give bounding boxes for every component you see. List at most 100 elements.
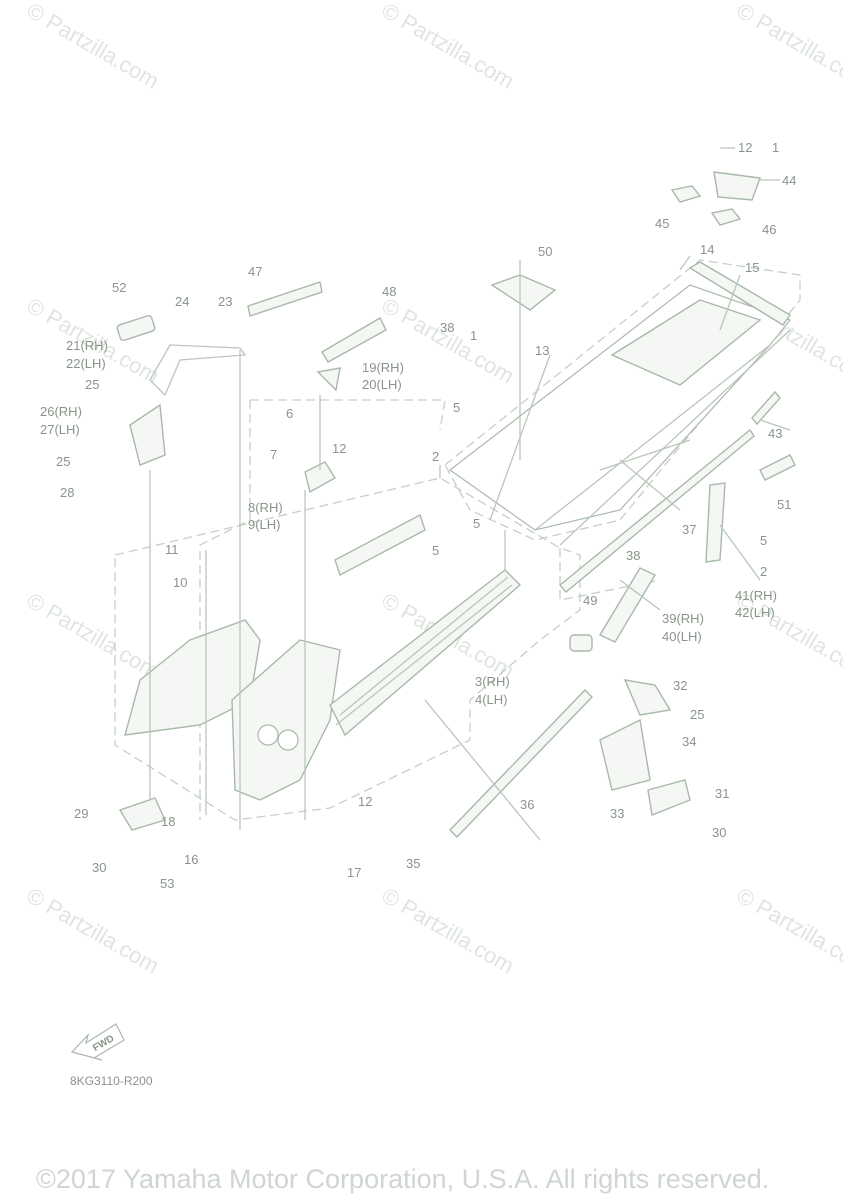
crossbrace-upper: [334, 513, 426, 577]
side-strap-part: [705, 482, 726, 563]
handle-assembly: [116, 281, 387, 494]
callout-label: 36: [520, 797, 534, 812]
callout-label: 12: [332, 441, 346, 456]
callout-lines: [149, 147, 791, 841]
rod-part: [559, 428, 755, 593]
callout-label: 14: [700, 242, 714, 257]
front-frame-left: [124, 619, 261, 736]
label-plate-part: [710, 208, 742, 226]
callout-label: 33: [610, 806, 624, 821]
callout-label: 5: [760, 533, 767, 548]
reflector-part: [759, 454, 796, 481]
watermark-text: © Partzilla.com: [23, 588, 164, 684]
watermark-text: © Partzilla.com: [378, 0, 519, 93]
callout-label: 20(LH): [362, 377, 402, 392]
callout-label: 16: [184, 852, 198, 867]
callout-label: 38: [440, 320, 454, 335]
diagram-code: 8KG3110-R200: [70, 1074, 153, 1088]
callout-label: 32: [673, 678, 687, 693]
callout-label: 47: [248, 264, 262, 279]
footrest-plate-part: [599, 718, 651, 791]
footrest-part: [647, 779, 691, 816]
callout-label: 22(LH): [66, 356, 106, 371]
callout-label: 30: [92, 860, 106, 875]
callout-label: 26(RH): [40, 404, 82, 419]
callout-label: 2: [432, 449, 439, 464]
callout-label: 1: [470, 328, 477, 343]
callout-label: 29: [74, 806, 88, 821]
callout-label: 23: [218, 294, 232, 309]
rear-bumper-rail: [688, 261, 792, 326]
callout-label: 25: [56, 454, 70, 469]
callout-label: 5: [453, 400, 460, 415]
reflector-part: [751, 390, 781, 426]
callout-label: 28: [60, 485, 74, 500]
callout-label: 8(RH): [248, 500, 283, 515]
callout-label: 34: [682, 734, 696, 749]
bearing-hole: [277, 729, 299, 751]
callout-label: 24: [175, 294, 189, 309]
callout-label: 1: [772, 140, 779, 155]
callout-label: 44: [782, 173, 796, 188]
bumper-outline: [559, 548, 661, 601]
callout-label: 39(RH): [662, 611, 704, 626]
callout-label: 5: [473, 516, 480, 531]
callout-label: 51: [777, 497, 791, 512]
bracket-part: [304, 461, 336, 494]
handle-bar: [149, 344, 247, 397]
watermark-text: © Partzilla.com: [23, 0, 164, 93]
front-frame: [124, 513, 522, 801]
watermark-text: © Partzilla.com: [733, 883, 843, 979]
callout-label: 46: [762, 222, 776, 237]
callout-label: 25: [690, 707, 704, 722]
bushing-part: [569, 634, 593, 652]
callout-label: 11: [165, 542, 179, 557]
pad-part: [316, 367, 341, 392]
callout-label: 50: [538, 244, 552, 259]
callout-label: 27(LH): [40, 422, 80, 437]
callout-label: 15: [745, 260, 759, 275]
callout-label: 2: [760, 564, 767, 579]
watermark-text: © Partzilla.com: [733, 0, 843, 93]
copyright-notice: ©2017 Yamaha Motor Corporation, U.S.A. A…: [36, 1164, 769, 1194]
callout-label: 25: [85, 377, 99, 392]
label-plate-part: [670, 185, 702, 203]
callout-label: 38: [626, 548, 640, 563]
strip-part: [247, 281, 323, 317]
callout-label: 10: [173, 575, 187, 590]
callout-label: 53: [160, 876, 174, 891]
side-panel-part: [623, 679, 672, 716]
callout-label: 12: [738, 140, 752, 155]
callout-label: 19(RH): [362, 360, 404, 375]
callout-label: 13: [535, 343, 549, 358]
callout-label: 30: [712, 825, 726, 840]
callout-label: 52: [112, 280, 126, 295]
callout-label: 5: [432, 543, 439, 558]
fwd-arrow-icon: [70, 1023, 125, 1061]
fwd-arrow: FWD: [70, 1023, 125, 1061]
frame-outline: [114, 477, 581, 821]
callout-label: 42(LH): [735, 605, 775, 620]
callout-label: 35: [406, 856, 420, 871]
callout-label: 12: [358, 794, 372, 809]
callout-label: 4(LH): [475, 692, 508, 707]
callout-label: 43: [768, 426, 782, 441]
strip-part: [321, 317, 387, 363]
callout-labels: 12 1 44 45 46 14 15 50 47 52 24 23 48 38…: [40, 140, 796, 891]
bracket-piece-part: [116, 314, 156, 342]
callout-label: 18: [161, 814, 175, 829]
watermark-text: © Partzilla.com: [23, 883, 164, 979]
shock-mount-beam: [329, 569, 522, 737]
bracket-part: [599, 567, 656, 643]
front-bracket: [129, 403, 166, 466]
callout-label: 21(RH): [66, 338, 108, 353]
callout-label: 45: [655, 216, 669, 231]
callout-label: 48: [382, 284, 396, 299]
callout-label: 49: [583, 593, 597, 608]
footrest-part: [118, 797, 166, 831]
callout-label: 41(RH): [735, 588, 777, 603]
tunnel: [448, 284, 791, 546]
callout-label: 7: [270, 447, 277, 462]
label-part: [490, 274, 557, 311]
